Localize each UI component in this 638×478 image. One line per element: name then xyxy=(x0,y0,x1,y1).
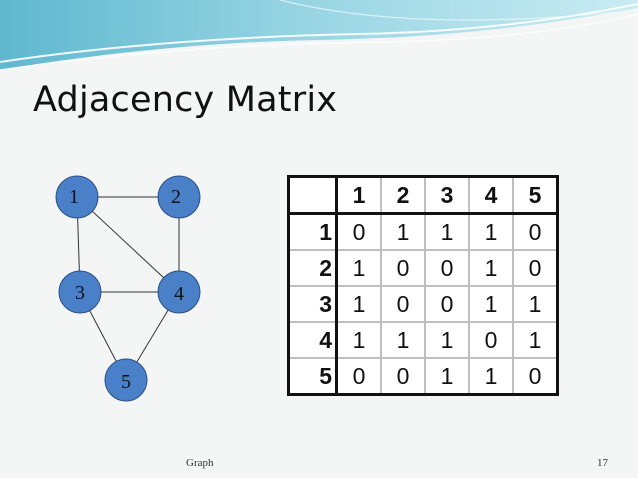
matrix-cell: 0 xyxy=(424,249,470,287)
matrix-cell: 0 xyxy=(512,212,559,251)
matrix-cell: 1 xyxy=(335,285,382,323)
matrix-corner-cell xyxy=(287,175,338,215)
matrix-cell: 0 xyxy=(424,285,470,323)
matrix-cell: 1 xyxy=(512,285,559,323)
matrix-cell: 0 xyxy=(380,285,426,323)
matrix-cell: 1 xyxy=(512,321,559,359)
slide-title: Adjacency Matrix xyxy=(33,80,338,120)
matrix-col-header: 4 xyxy=(468,175,514,215)
matrix-row: 1 0 1 1 1 0 xyxy=(287,212,559,251)
matrix-col-header: 3 xyxy=(424,175,470,215)
matrix-cell: 1 xyxy=(335,249,382,287)
adjacency-matrix-table: 1 2 3 4 5 1 0 1 1 1 0 2 1 0 0 1 0 3 1 0 … xyxy=(287,175,559,396)
matrix-cell: 1 xyxy=(424,357,470,396)
matrix-cell: 1 xyxy=(335,321,382,359)
graph-node-5: 5 xyxy=(104,358,148,402)
graph-node-2: 2 xyxy=(157,175,201,219)
matrix-cell: 0 xyxy=(380,357,426,396)
graph-node-label: 3 xyxy=(75,282,85,304)
matrix-cell: 1 xyxy=(380,212,426,251)
matrix-row: 3 1 0 0 1 1 xyxy=(287,285,559,323)
matrix-col-header: 2 xyxy=(380,175,426,215)
graph-node-label: 5 xyxy=(121,371,131,393)
graph-node-1: 1 xyxy=(55,175,99,219)
graph-edge-1-4 xyxy=(76,196,180,293)
matrix-col-header: 1 xyxy=(335,175,382,215)
matrix-cell: 0 xyxy=(512,357,559,396)
matrix-row-header: 5 xyxy=(287,357,338,396)
matrix-cell: 0 xyxy=(335,212,382,251)
matrix-header-row: 1 2 3 4 5 xyxy=(287,175,559,215)
matrix-row: 2 1 0 0 1 0 xyxy=(287,249,559,287)
matrix-row-header: 2 xyxy=(287,249,338,287)
matrix-row-header: 1 xyxy=(287,212,338,251)
page-number: 17 xyxy=(597,457,608,469)
matrix-cell: 0 xyxy=(380,249,426,287)
matrix-cell: 0 xyxy=(468,321,514,359)
graph-node-label: 4 xyxy=(174,283,184,305)
matrix-cell: 0 xyxy=(512,249,559,287)
matrix-cell: 1 xyxy=(468,285,514,323)
graph-node-4: 4 xyxy=(157,270,201,314)
matrix-row: 4 1 1 1 0 1 xyxy=(287,321,559,359)
matrix-cell: 1 xyxy=(380,321,426,359)
matrix-cell: 1 xyxy=(424,212,470,251)
matrix-cell: 1 xyxy=(424,321,470,359)
matrix-row-header: 4 xyxy=(287,321,338,359)
graph-node-label: 1 xyxy=(69,186,79,208)
matrix-cell: 1 xyxy=(468,357,514,396)
matrix-row-header: 3 xyxy=(287,285,338,323)
graph-node-3: 3 xyxy=(58,270,102,314)
matrix-cell: 0 xyxy=(335,357,382,396)
matrix-cell: 1 xyxy=(468,212,514,251)
matrix-col-header: 5 xyxy=(512,175,559,215)
footer-text: Graph xyxy=(186,457,214,469)
matrix-cell: 1 xyxy=(468,249,514,287)
header-wave-decoration xyxy=(0,0,638,75)
matrix-row: 5 0 0 1 1 0 xyxy=(287,357,559,396)
graph-node-label: 2 xyxy=(171,186,181,208)
